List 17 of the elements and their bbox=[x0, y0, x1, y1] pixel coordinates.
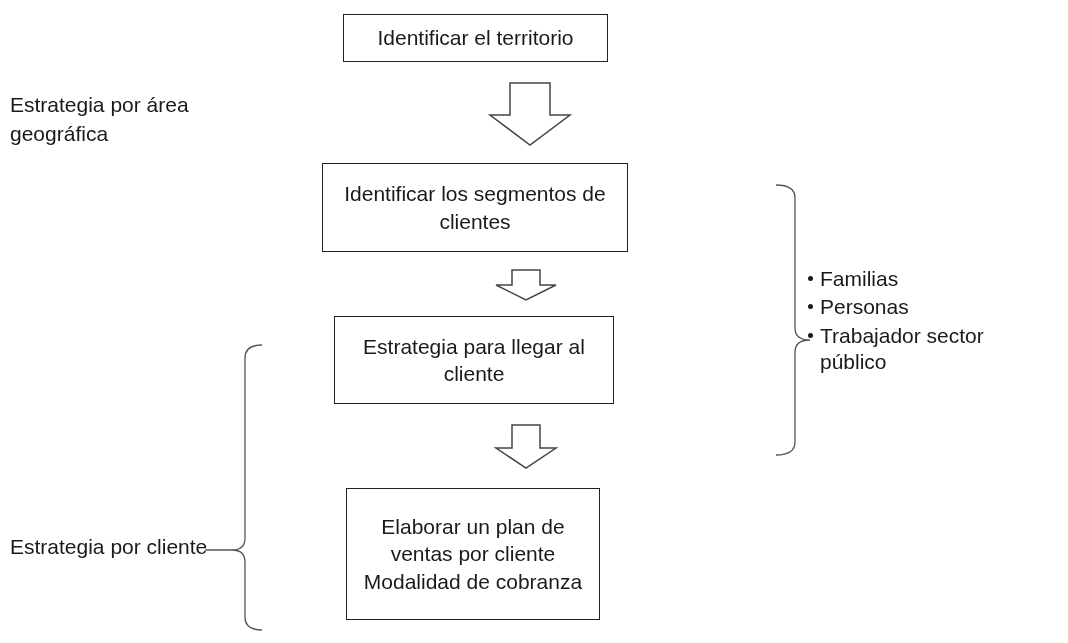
box-text: Elaborar un plan de ventas por cliente bbox=[380, 514, 566, 568]
box-text: Estrategia para llegar al cliente bbox=[362, 333, 586, 387]
process-box bbox=[334, 316, 614, 404]
side-label: Estrategia por cliente bbox=[10, 534, 209, 560]
block-arrow bbox=[493, 424, 559, 469]
box-text: Identificar los segmentos de clientes bbox=[343, 181, 607, 235]
process-box bbox=[322, 163, 628, 252]
block-arrow bbox=[495, 269, 557, 301]
box-text: Modalidad de cobranza bbox=[363, 568, 583, 595]
process-box bbox=[343, 14, 608, 62]
list-item: Familias bbox=[820, 266, 899, 292]
box-text: Identificar el territorio bbox=[377, 25, 574, 52]
side-label: Estrategia por área geográfica bbox=[10, 92, 190, 148]
block-arrow bbox=[487, 82, 573, 146]
list-item: Trabajador sector público bbox=[820, 322, 985, 375]
process-box bbox=[346, 488, 600, 620]
list-item: Personas bbox=[820, 294, 909, 321]
